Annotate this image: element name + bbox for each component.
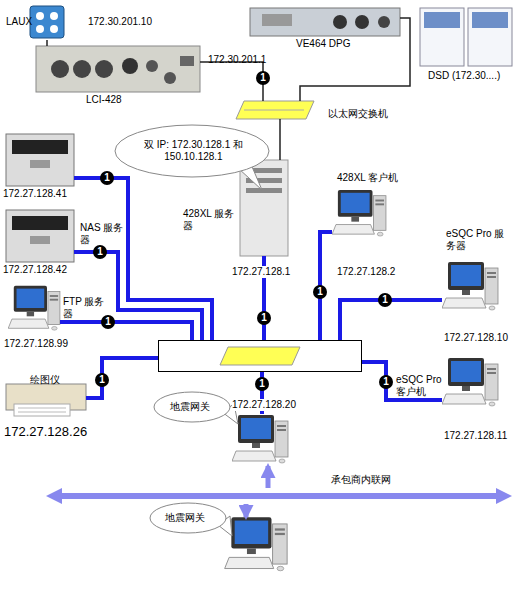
network-cable [200, 62, 263, 101]
callout-number: 1 [379, 375, 393, 389]
ve464-device [250, 8, 400, 36]
computer-box: 428XL 客户机172.27.128.2 [332, 190, 384, 236]
node-label: 172.27.128.2 [337, 266, 395, 278]
node-label: 172.27.128.20 [232, 399, 296, 411]
node-label: VE464 DPG [296, 38, 350, 50]
network-cable [340, 300, 442, 340]
node-label: 428XL 客户机 [337, 172, 398, 184]
node-label: 地震网关 [165, 512, 205, 524]
network-cable [244, 504, 249, 517]
callout-number: 1 [101, 315, 115, 329]
dsd-device [420, 8, 512, 66]
computer-box: eSQC Pro 客户机172.27.128.11 [442, 354, 500, 410]
callout-number: 1 [378, 293, 392, 307]
switch-panel [158, 340, 362, 372]
node-label: 172.30.201.1 [208, 54, 266, 66]
node-label: 172.27.128.42 [3, 264, 67, 276]
node-label: 172.30.201.10 [88, 16, 152, 28]
node-label: 428XL 服务器 [183, 208, 235, 232]
callout-number: 1 [257, 311, 271, 325]
node-label: 172.27.128.11 [444, 430, 507, 442]
callout-number: 1 [255, 377, 269, 391]
device-box: VE464 DPG [250, 6, 400, 38]
callout-number: 1 [100, 171, 114, 185]
device-box: 172.30.201.1LCI-428 [36, 46, 200, 92]
computer-box: eSQC Pro 服务器172.27.128.10 [442, 258, 500, 314]
double-arrow-shape [46, 488, 512, 504]
computer-icons [8, 190, 498, 571]
network-cable [300, 18, 410, 101]
node-label: 双 IP: 172.30.128.1 和 150.10.128.1 [136, 139, 251, 163]
callout-number: 1 [93, 245, 107, 259]
gateway-box: 地震网关172.27.128.20 [232, 414, 290, 466]
network-cable [46, 40, 48, 46]
switch-icon [236, 101, 314, 119]
callout-number: 1 [95, 373, 109, 387]
network-cable [60, 322, 192, 340]
lci-device [36, 46, 200, 92]
switch-box: 以太网交换机 [236, 101, 314, 119]
network-cable [279, 119, 281, 160]
device-box: DSD (172.30....) [420, 6, 516, 68]
node-label: 绘图仪 [30, 374, 60, 386]
callout-bubble [115, 125, 269, 190]
node-label: 172.27.128.1 [232, 266, 290, 278]
central-switch-panel [158, 340, 362, 372]
node-label: 172.27.128.99 [4, 338, 68, 350]
node-label: 172.27.128.41 [3, 188, 67, 200]
node-label: LAUX [6, 16, 32, 28]
node-label: eSQC Pro 服务器 [446, 228, 508, 252]
computer-box: FTP 服务器172.27.128.99 [8, 286, 60, 330]
node-label: eSQC Pro 客户机 [396, 374, 444, 398]
node-label: 地震网关 [170, 401, 210, 413]
double-arrow-band [46, 488, 512, 504]
server-box: 双 IP: 172.30.128.1 和 150.10.128.1428XL 服… [238, 160, 290, 256]
node-label: 承包商内联网 [331, 474, 391, 486]
device-box: LAUX172.30.201.10 [28, 4, 66, 40]
network-cable [266, 466, 271, 488]
node-label: 以太网交换机 [328, 108, 388, 120]
plotter-box: 绘图仪172.27.128.26 [6, 384, 86, 416]
node-label: 172.27.128.26 [4, 424, 87, 439]
plotter-icon [6, 384, 86, 416]
node-label: LCI-428 [86, 94, 122, 106]
node-label: DSD (172.30....) [428, 70, 500, 82]
device-box: 172.27.128.41 [6, 134, 74, 186]
network-band: 承包商内联网 [46, 488, 512, 504]
free-label: NAS 服务器 [80, 222, 126, 246]
device-box: 172.27.128.42 [6, 210, 74, 262]
gateway-box: 地震网关 [224, 517, 290, 573]
node-label: 172.27.128.10 [444, 332, 508, 344]
laux-device [30, 6, 64, 38]
callout-number: 1 [313, 285, 327, 299]
network-cable [86, 358, 158, 398]
network-cable [74, 178, 212, 340]
callout-number: 1 [256, 71, 270, 85]
callout-bubble [150, 392, 238, 536]
